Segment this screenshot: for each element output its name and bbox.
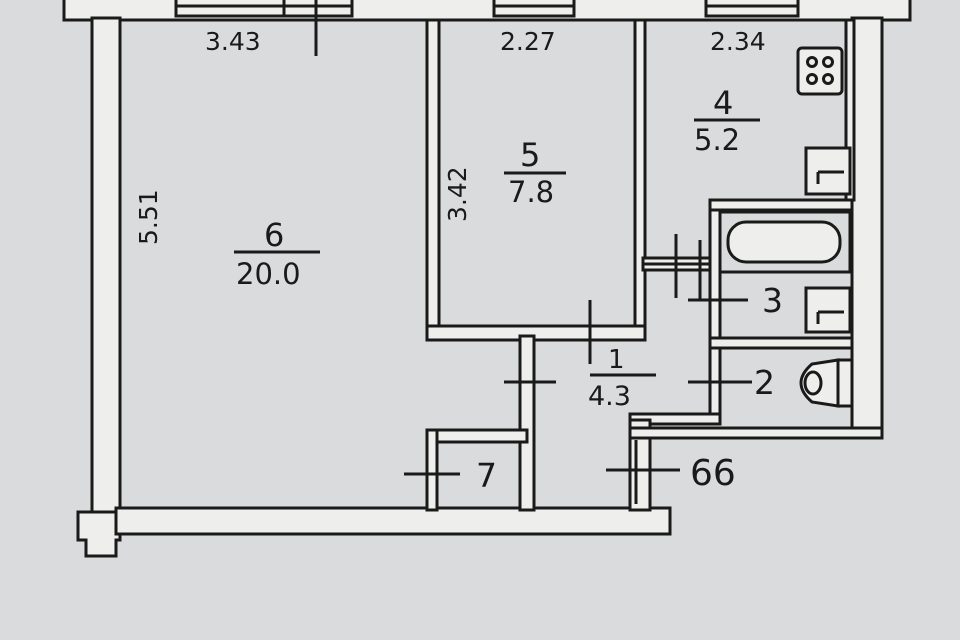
- walls: [62, 0, 912, 558]
- dimension-top-middle: 2.27: [500, 27, 556, 56]
- wall-bath-wc: [708, 336, 854, 350]
- wall-stair-top: [628, 426, 884, 440]
- room-1-number: 1: [608, 345, 625, 375]
- room-7-number: 7: [476, 456, 497, 495]
- stairwell-tag: 66: [690, 453, 736, 494]
- bathtub-icon: [718, 210, 852, 274]
- wall-closet-left: [425, 428, 439, 512]
- room-4-area: 5.2: [694, 123, 740, 157]
- wall-bath-top: [708, 198, 854, 212]
- dimension-room5-height: 3.42: [443, 166, 472, 222]
- window-room6: [174, 0, 354, 18]
- dimension-top-right: 2.34: [710, 27, 766, 56]
- dimension-top-left: 3.43: [205, 27, 261, 56]
- room-5-number: 5: [520, 136, 540, 174]
- washbasin-icon: [804, 286, 852, 334]
- wall-bottom-exterior: [114, 506, 672, 536]
- room-1-area: 4.3: [588, 381, 631, 412]
- room-3-number: 3: [762, 281, 783, 320]
- wall-left-foot: [76, 510, 122, 558]
- room-6-number: 6: [264, 216, 284, 254]
- room-6-area: 20.0: [236, 257, 301, 291]
- wall-partition-6-5: [425, 18, 441, 334]
- stove-icon: [796, 46, 844, 96]
- windows: [174, 0, 800, 18]
- window-room5: [492, 0, 576, 18]
- wall-partition-5-4: [633, 18, 647, 334]
- labels: 3.43 2.27 2.34 5.51 3.42 6 20.0 5 7.8 4 …: [134, 27, 783, 495]
- window-room4: [704, 0, 800, 18]
- wall-right-exterior: [850, 16, 884, 438]
- toilet-icon: [799, 358, 854, 408]
- wall-left-exterior: [90, 16, 122, 532]
- fixtures: [718, 46, 854, 408]
- dimension-left-height: 5.51: [134, 189, 163, 245]
- wall-room5-bottom: [425, 324, 647, 342]
- room-2-number: 2: [754, 363, 775, 402]
- room-5-area: 7.8: [508, 175, 554, 209]
- door-marks: [314, 0, 752, 504]
- sink-icon: [804, 146, 852, 196]
- room-4-number: 4: [713, 84, 733, 122]
- wall-hall-left: [518, 334, 536, 512]
- wall-closet-top: [425, 428, 529, 444]
